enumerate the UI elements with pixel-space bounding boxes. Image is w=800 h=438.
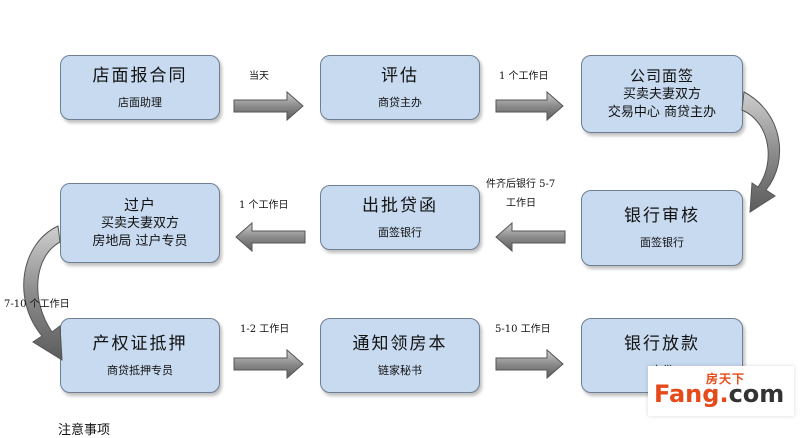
step-line: 买卖夫妻双方: [100, 215, 179, 231]
arrow-label: 工作日: [506, 198, 536, 209]
step-loan-approval-letter: 出批贷函 面签银行: [320, 185, 480, 250]
fang-logo: 房天下 Fang.com: [648, 366, 794, 416]
step-title: 店面报合同: [92, 65, 188, 86]
step-line: 买卖夫妻双方: [622, 86, 701, 102]
arrow-left-icon: [495, 221, 566, 253]
arrow-right-icon: [495, 90, 564, 122]
notes-heading: 注意事项: [58, 423, 111, 438]
arrow-left-icon: [235, 221, 306, 253]
step-title: 产权证抵押: [92, 333, 188, 354]
step-title: 银行审核: [624, 206, 700, 226]
step-subtitle: 商贷抵押专员: [107, 363, 173, 377]
arrow-right-icon: [233, 90, 304, 122]
arrow-right-icon: [495, 348, 564, 380]
step-bank-review: 银行审核 面签银行: [581, 190, 743, 266]
step-subtitle: 店面助理: [118, 95, 162, 109]
arrow-label: 当天: [249, 71, 269, 82]
step-line: 房地局 过户专员: [92, 233, 188, 249]
arrow-label: 1-2 工作日: [240, 324, 290, 335]
arrow-label: 1 个工作日: [499, 71, 549, 82]
step-title: 公司面签: [629, 66, 694, 85]
logo-text-cn: 房天下: [706, 372, 746, 386]
curved-arrow-down-icon: [741, 91, 780, 213]
step-title: 过户: [123, 195, 156, 214]
curved-arrow-down-icon: [23, 225, 63, 361]
arrow-label: 件齐后银行 5-7: [486, 179, 556, 190]
step-subtitle: 商贷主办: [378, 95, 422, 109]
step-subtitle: 链家秘书: [378, 363, 422, 377]
arrow-right-icon: [233, 348, 304, 380]
step-title: 银行放款: [624, 333, 700, 354]
step-appraisal: 评估 商贷主办: [320, 55, 480, 120]
step-notify-certificate: 通知领房本 链家秘书: [320, 318, 480, 393]
step-title: 评估: [381, 65, 419, 86]
step-line: 交易中心 商贷主办: [607, 104, 717, 120]
step-transfer: 过户 买卖夫妻双方 房地局 过户专员: [60, 183, 220, 263]
step-title: 通知领房本: [352, 333, 448, 354]
step-subtitle: 面签银行: [640, 236, 684, 249]
logo-text-en: Fang.com: [654, 380, 785, 408]
arrow-label: 5-10 工作日: [495, 324, 551, 335]
step-subtitle: 面签银行: [378, 225, 422, 239]
arrow-label: 7-10 个工作日: [4, 299, 70, 310]
step-company-signing: 公司面签 买卖夫妻双方 交易中心 商贷主办: [581, 55, 743, 133]
arrow-label: 1 个工作日: [239, 200, 289, 211]
step-property-mortgage: 产权证抵押 商贷抵押专员: [60, 318, 220, 393]
step-title: 出批贷函: [362, 195, 438, 216]
step-store-contract: 店面报合同 店面助理: [60, 55, 220, 120]
